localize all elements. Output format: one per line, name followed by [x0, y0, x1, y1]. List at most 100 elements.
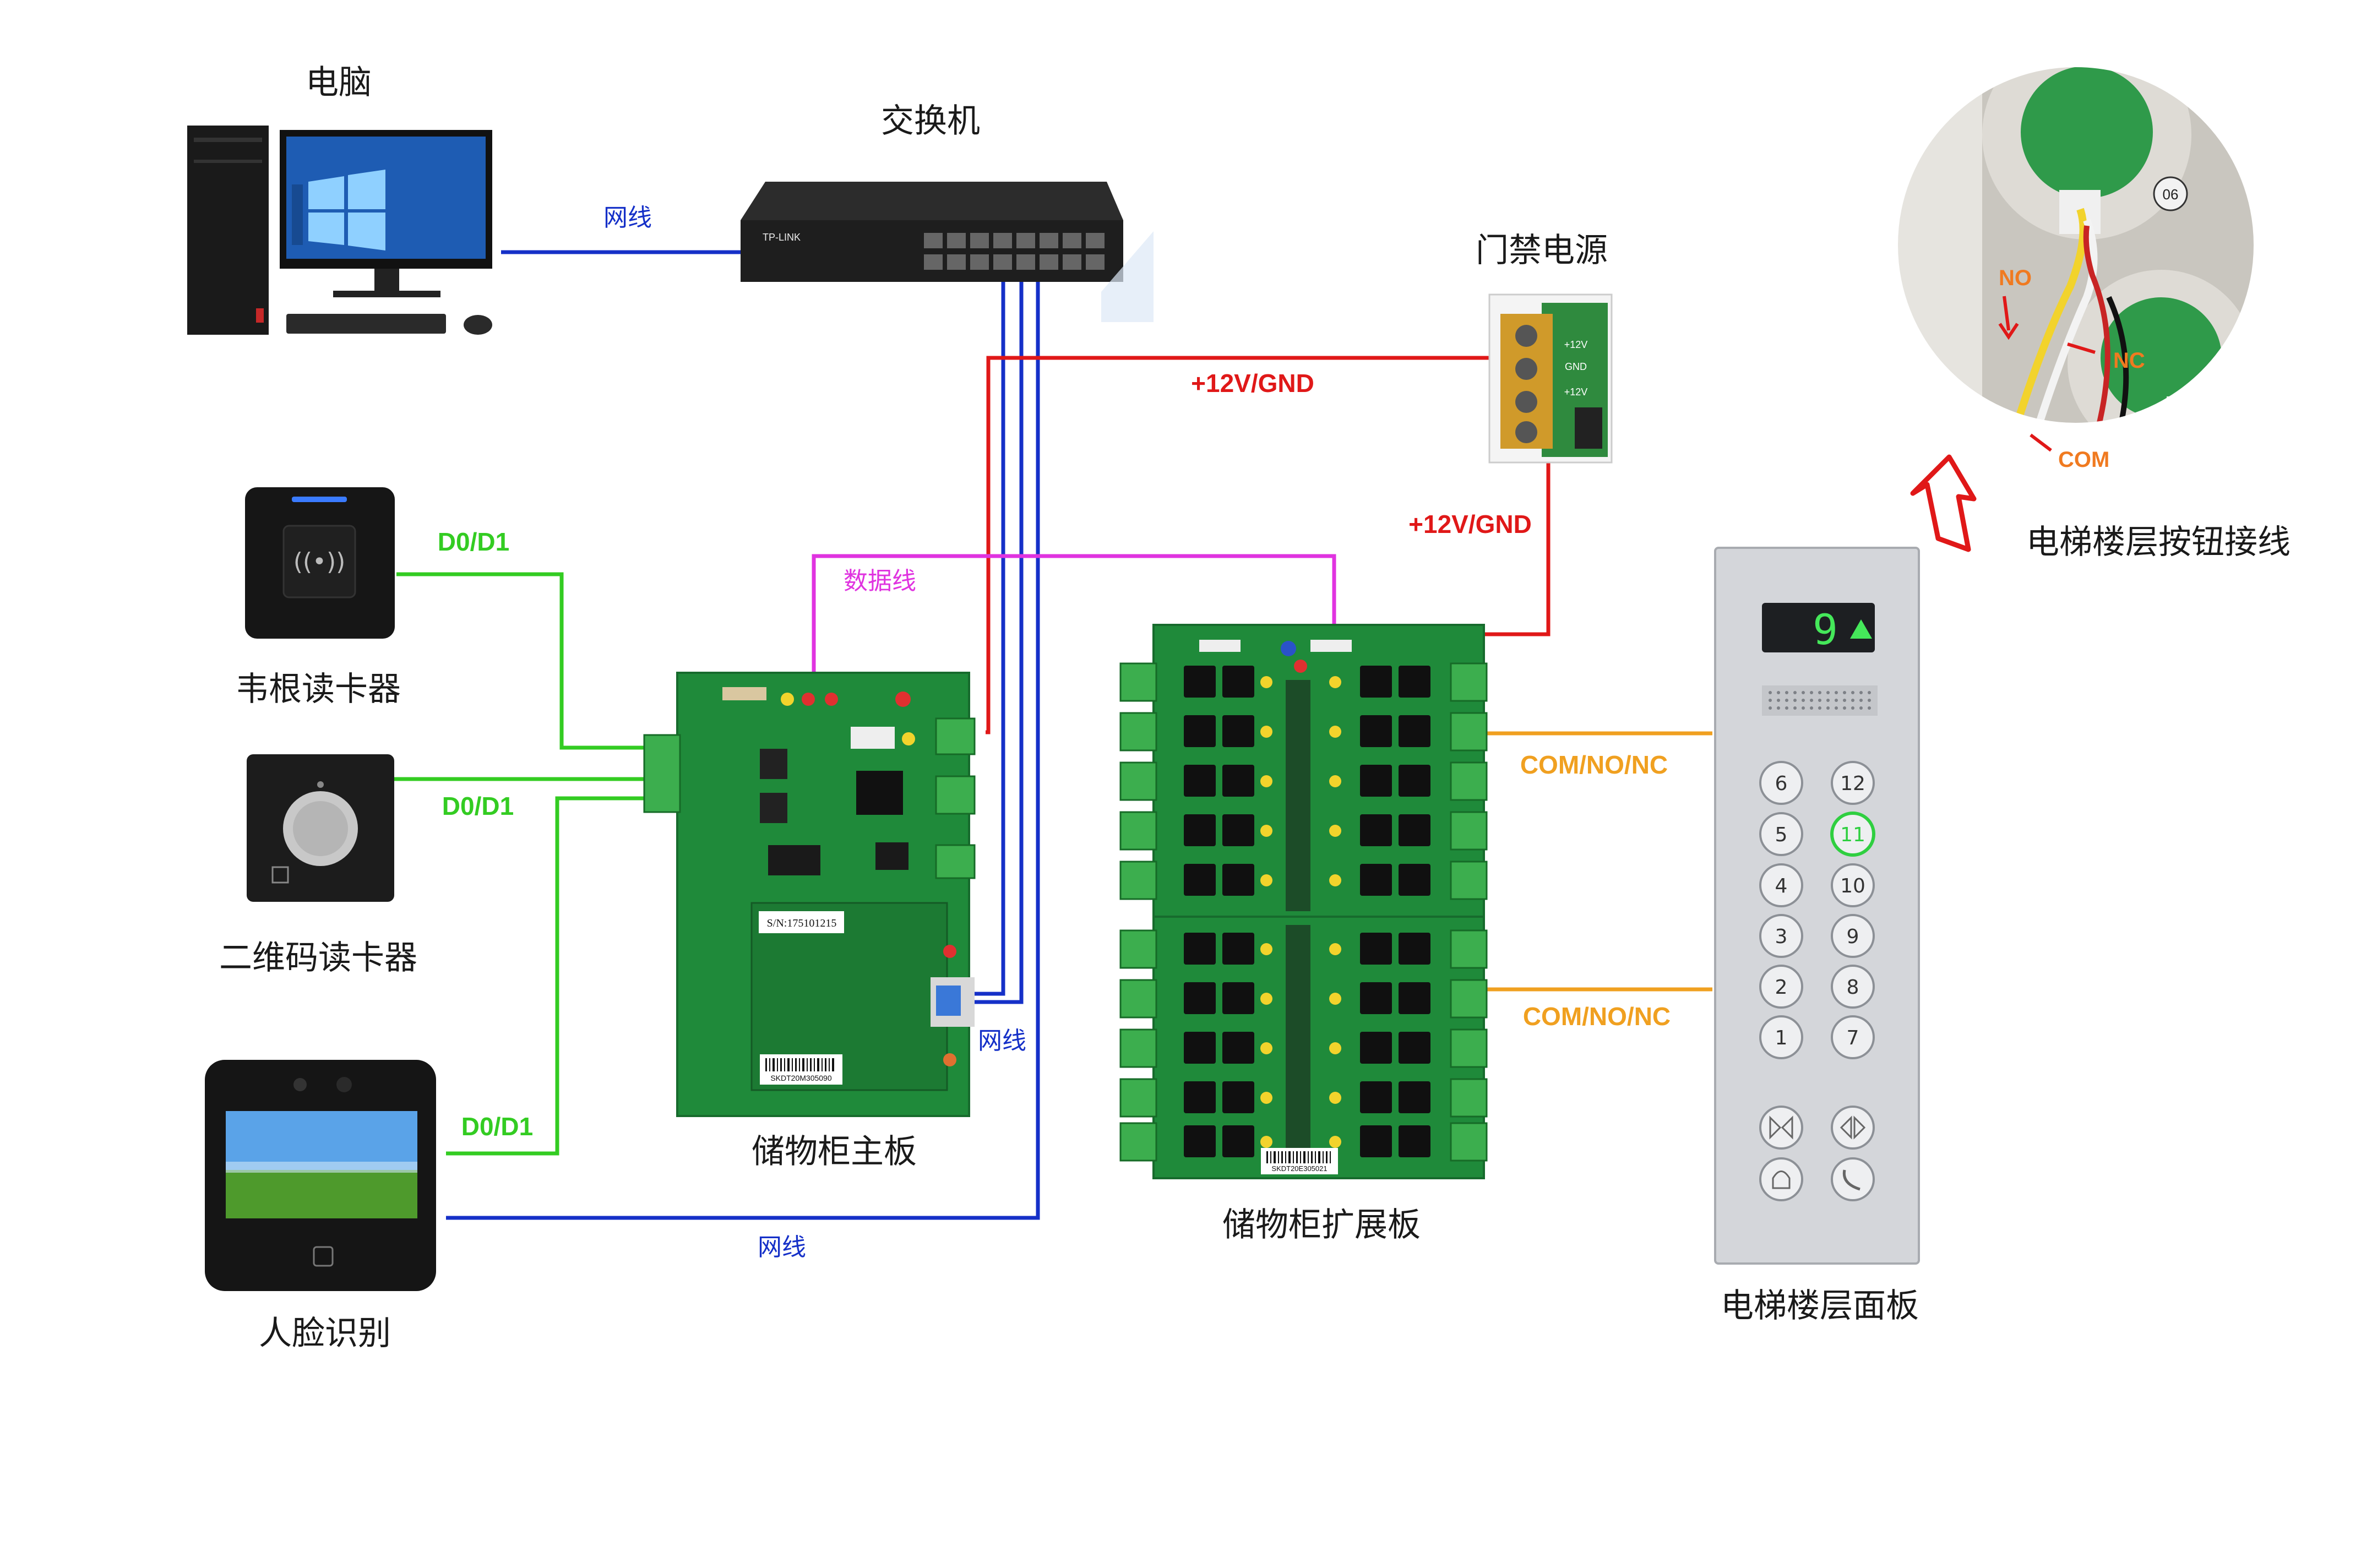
relay	[1222, 666, 1254, 698]
relay-cable-2-label: COM/NO/NC	[1523, 1002, 1671, 1031]
power-main-label: +12V/GND	[1191, 369, 1314, 398]
ext-terminal-left	[1119, 811, 1157, 851]
floor-button-label: 9	[1847, 925, 1859, 948]
ext-board-barcode-text: SKDT20E305021	[1271, 1164, 1327, 1173]
ext-terminal-right	[1450, 811, 1488, 851]
face-terminal-device	[205, 1060, 436, 1291]
floor-button-7[interactable]	[1831, 1015, 1875, 1059]
main-board-terminal-right-2	[935, 775, 976, 815]
ext-board-label: 储物柜扩展板	[1222, 1206, 1421, 1244]
ext-terminal-right	[1450, 1028, 1488, 1068]
status-led	[1260, 993, 1272, 1005]
power-terminal-label-1: +12V	[1564, 339, 1588, 350]
relay	[1360, 715, 1392, 747]
elevator-floor-digit: 9	[1813, 605, 1838, 654]
elevator-floor-display	[1762, 603, 1875, 652]
floor-button-3[interactable]	[1759, 914, 1803, 958]
main-board-barcode-text: SKDT20M305090	[770, 1074, 832, 1082]
floor-button-label: 5	[1775, 824, 1788, 846]
floor-button-4[interactable]	[1759, 863, 1803, 907]
power-supply-device: +12V GND +12V	[1488, 293, 1613, 464]
relay	[1222, 864, 1254, 896]
floor-button-label: 6	[1775, 772, 1788, 795]
photo-label-nc: NC	[2113, 349, 2145, 373]
relay	[1222, 765, 1254, 797]
floor-button-label: 12	[1840, 772, 1865, 795]
ext-terminal-right	[1450, 712, 1488, 752]
switch-front	[741, 220, 1123, 282]
relay	[1184, 765, 1216, 797]
status-led	[1329, 1042, 1341, 1054]
network-cable-face-label: 网线	[758, 1233, 806, 1261]
floor-button-label: 4	[1775, 875, 1788, 897]
qr-reader-wire-label: D0/D1	[442, 792, 514, 820]
door-close-icon	[1769, 1115, 1793, 1140]
button-wiring-photo-frame	[1896, 65, 2256, 425]
switch-label: 交换机	[881, 102, 980, 140]
elevator-panel-plate	[1714, 547, 1920, 1265]
pc-device	[187, 126, 492, 335]
relay	[1222, 814, 1254, 846]
face-label: 人脸识别	[259, 1314, 391, 1353]
main-board-serial: S/N:175101215	[767, 917, 837, 929]
power-label: 门禁电源	[1476, 231, 1608, 270]
power-cable-ext	[1484, 462, 1551, 636]
floor-button-11[interactable]	[1830, 812, 1875, 857]
relay	[1184, 814, 1216, 846]
switch-ports	[924, 233, 1105, 270]
ext-terminal-right	[1450, 979, 1488, 1019]
relay	[1360, 1125, 1392, 1157]
relay	[1184, 715, 1216, 747]
data-cable-label: 数据线	[844, 567, 916, 595]
relay	[1360, 864, 1392, 896]
wiegand-reader-wire-label: D0/D1	[438, 527, 509, 556]
relay	[1222, 1032, 1254, 1064]
alarm-button[interactable]	[1759, 1157, 1803, 1201]
floor-button-1[interactable]	[1759, 1015, 1803, 1059]
ext-terminal-left	[1119, 712, 1157, 752]
status-led	[1329, 676, 1341, 688]
floor-button-6[interactable]	[1759, 761, 1803, 805]
relay	[1360, 1081, 1392, 1113]
qr-reader-label: 二维码读卡器	[219, 939, 417, 977]
floor-button-label: 11	[1840, 824, 1865, 846]
floor-button-8[interactable]	[1831, 965, 1875, 1009]
wiegand-reader-label: 韦根读卡器	[236, 670, 401, 709]
relay	[1222, 715, 1254, 747]
bell-icon	[1772, 1170, 1791, 1189]
relay	[1360, 814, 1392, 846]
phone-button[interactable]	[1831, 1157, 1875, 1201]
relay	[1399, 864, 1430, 896]
elevator-up-arrow-icon	[1850, 619, 1872, 639]
floor-button-12[interactable]	[1831, 761, 1875, 805]
relay-cable-1-label: COM/NO/NC	[1520, 750, 1668, 779]
relay	[1360, 666, 1392, 698]
elevator-panel: 9 6 5 4 3 2 1 12 11 10	[1714, 547, 1920, 1265]
button-wiring-photo: 06	[1897, 66, 2255, 424]
status-led	[1260, 775, 1272, 787]
ext-terminal-left	[1119, 761, 1157, 801]
status-led	[1260, 1092, 1272, 1104]
power-ext-label: +12V/GND	[1408, 510, 1532, 538]
relay	[1222, 1081, 1254, 1113]
ext-board: SKDT20E305021	[1119, 624, 1488, 1179]
photo-marker-com	[2030, 433, 2052, 452]
floor-button-9[interactable]	[1831, 914, 1875, 958]
power-cable-main	[986, 356, 1498, 734]
status-led	[1260, 825, 1272, 837]
face-wire-label: D0/D1	[461, 1112, 533, 1141]
relay	[1184, 1081, 1216, 1113]
ext-terminal-left	[1119, 861, 1157, 900]
main-board: S/N:175101215 SKDT20M305090	[643, 672, 976, 1117]
floor-button-10[interactable]	[1831, 863, 1875, 907]
ext-terminal-right	[1450, 761, 1488, 801]
floor-button-label: 7	[1847, 1027, 1859, 1049]
floor-button-5[interactable]	[1759, 812, 1803, 856]
relay	[1222, 1125, 1254, 1157]
ext-terminal-left	[1119, 1078, 1157, 1118]
rfid-icon: ((•))	[293, 548, 346, 576]
relay	[1399, 1081, 1430, 1113]
floor-button-2[interactable]	[1759, 965, 1803, 1009]
floor-button-label: 2	[1775, 976, 1788, 999]
door-open-button[interactable]	[1831, 1106, 1875, 1150]
